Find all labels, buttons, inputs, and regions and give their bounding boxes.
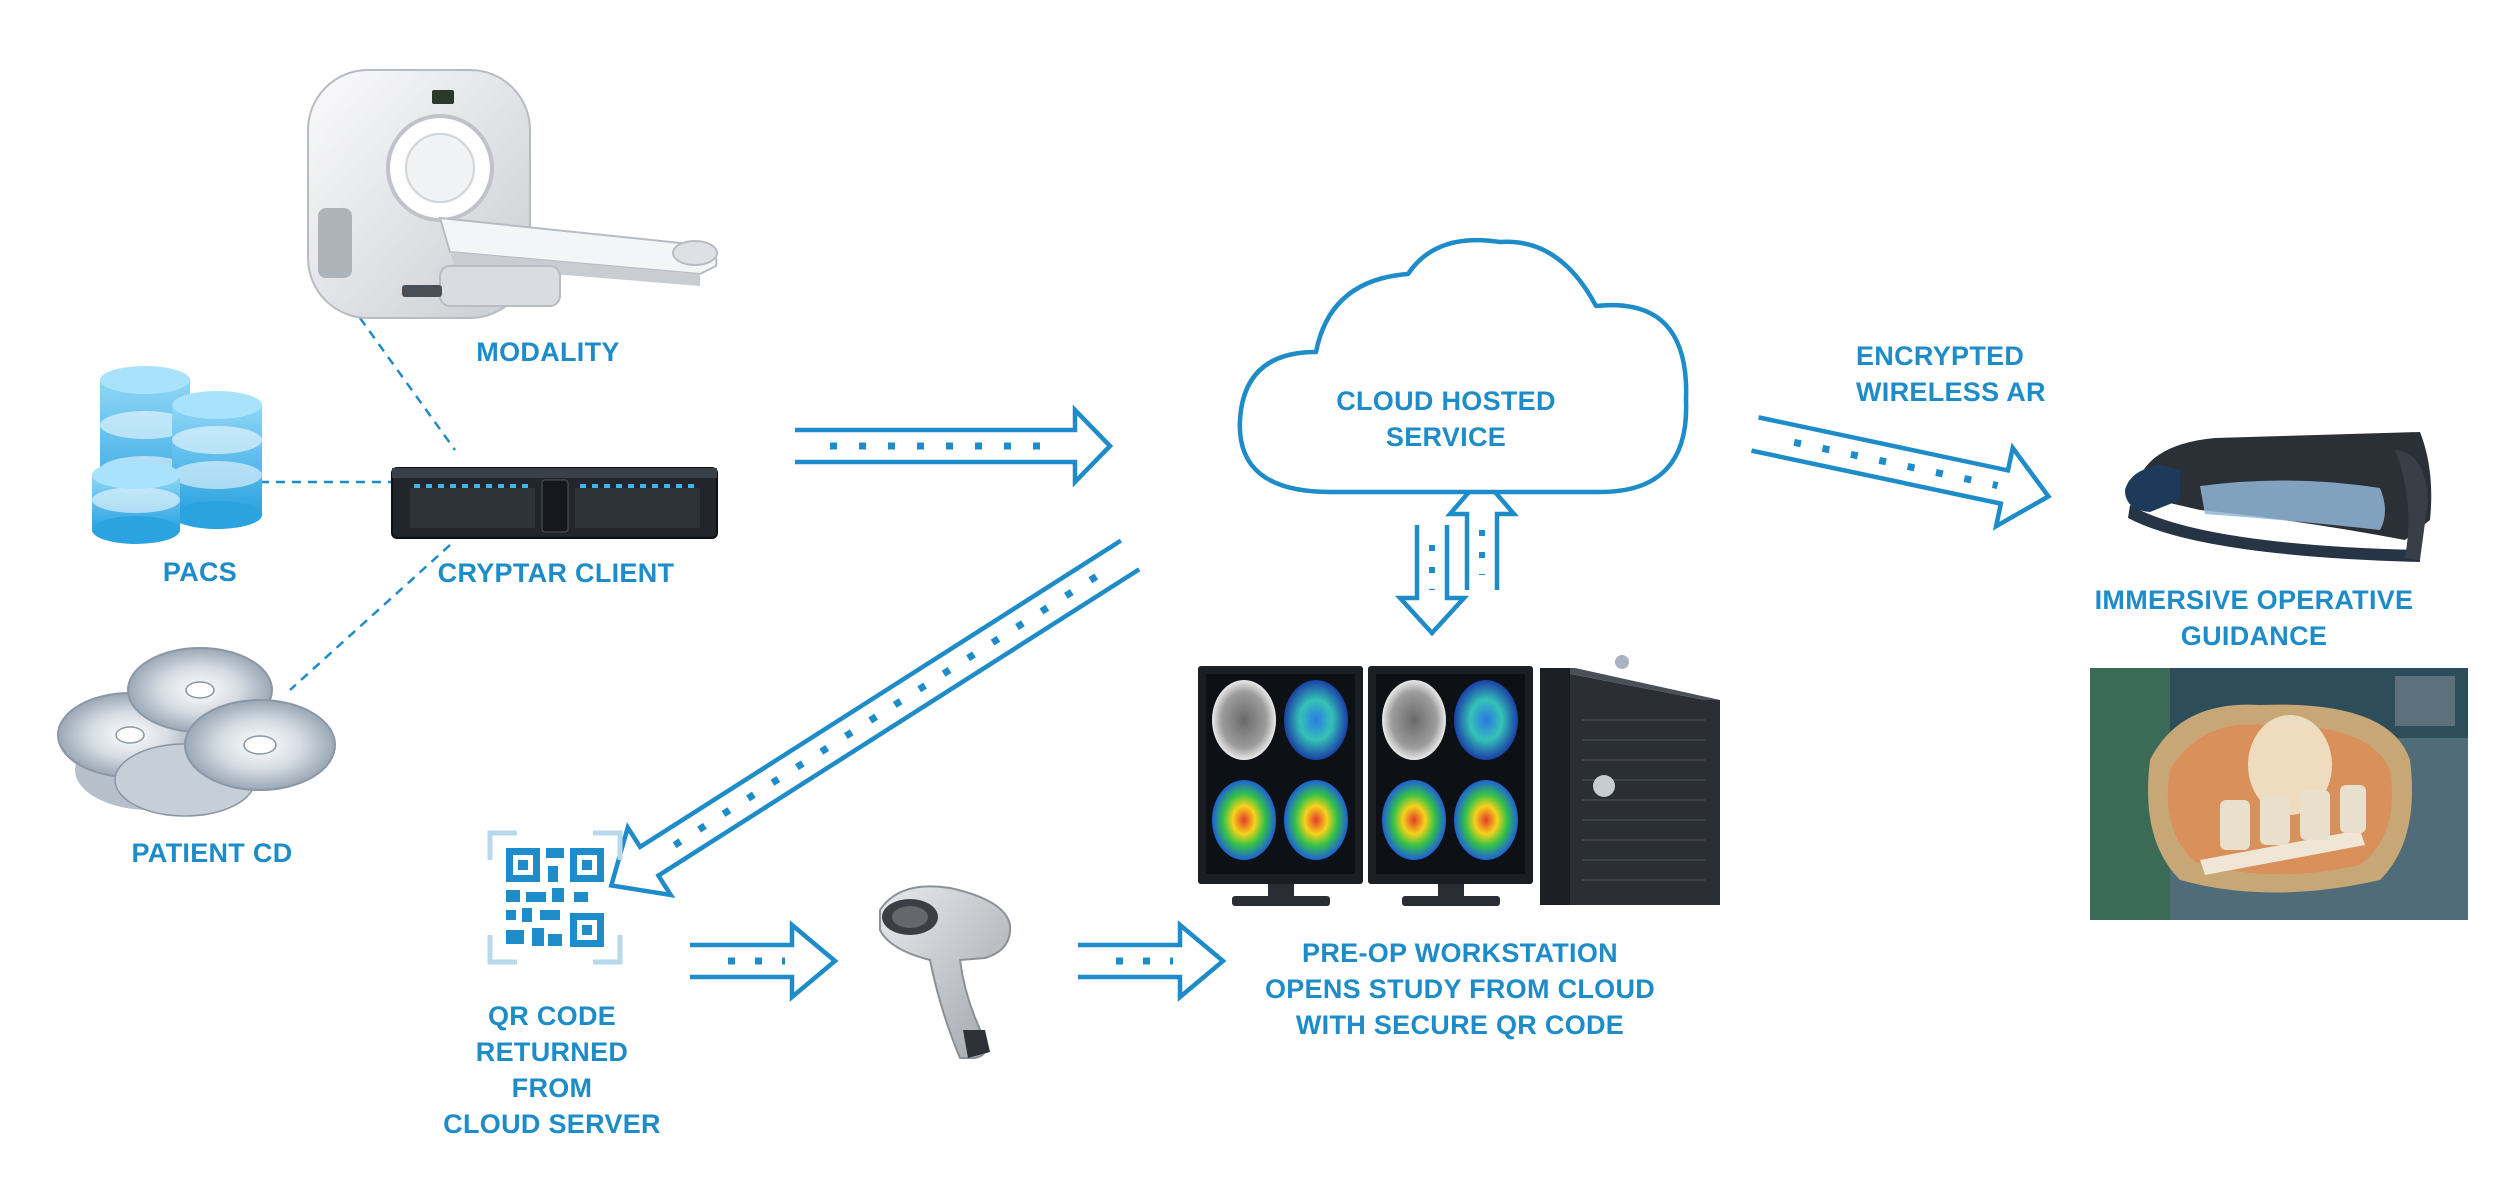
immersive-label-line1: IMMERSIVE OPERATIVE (2095, 585, 2414, 615)
drive-bay-leds (414, 484, 694, 488)
preop-label-line2: OPENS STUDY FROM CLOUD (1265, 974, 1655, 1004)
modality-label: MODALITY (476, 337, 619, 367)
connector-modality (358, 317, 457, 451)
pacs-label: PACS (163, 557, 237, 587)
db-stack-right (172, 391, 262, 529)
connector-cd (289, 544, 451, 691)
cloud-label-line1: CLOUD HOSTED (1336, 386, 1556, 416)
rack-server-icon (391, 467, 718, 539)
arrow-cloud-to-qr (608, 538, 1141, 899)
monitor-right (1368, 666, 1533, 906)
qr-corner-brackets (487, 830, 623, 965)
ct-scanner-icon (307, 69, 718, 319)
preop-label-line3: WITH SECURE QR CODE (1296, 1010, 1624, 1040)
workstation-icon (1198, 655, 1720, 906)
encrypted-label-line1: ENCRYPTED (1856, 341, 2024, 371)
monitor-left (1198, 666, 1363, 906)
cryptar-client-label: CRYPTAR CLIENT (438, 558, 675, 588)
db-stack-front (92, 461, 180, 544)
qr-modules (506, 848, 604, 947)
arrow-cloud-to-ar (1750, 415, 2052, 531)
immersive-label-line2: GUIDANCE (2181, 621, 2327, 651)
ar-headset-icon (2125, 432, 2432, 562)
cd-stack-icon (57, 647, 336, 817)
patient-cd-label: PATIENT CD (132, 838, 293, 868)
arrow-cloud-to-workstation (1394, 525, 1470, 637)
surgical-photo (2090, 668, 2468, 920)
pc-tower (1540, 655, 1720, 905)
qr-label-line3: FROM (512, 1073, 593, 1103)
encrypted-label-line2: WIRELESS AR (1856, 377, 2046, 407)
database-icon (92, 366, 262, 544)
qr-code-icon (487, 830, 623, 965)
qr-label-line4: CLOUD SERVER (443, 1109, 661, 1139)
arrow-qr-to-scanner (690, 920, 839, 1002)
qr-label-line2: RETURNED (476, 1037, 628, 1067)
cloud-icon (1237, 237, 1689, 495)
barcode-scanner-icon (879, 885, 1012, 1059)
cloud-label-line2: SERVICE (1386, 422, 1506, 452)
connector-lines (260, 317, 457, 691)
arrow-scanner-to-workstation (1078, 920, 1227, 1002)
arrow-client-to-cloud (795, 404, 1114, 488)
qr-label-line1: QR CODE (488, 1001, 616, 1031)
preop-label-line1: PRE-OP WORKSTATION (1302, 938, 1618, 968)
arrows (608, 404, 2052, 1002)
